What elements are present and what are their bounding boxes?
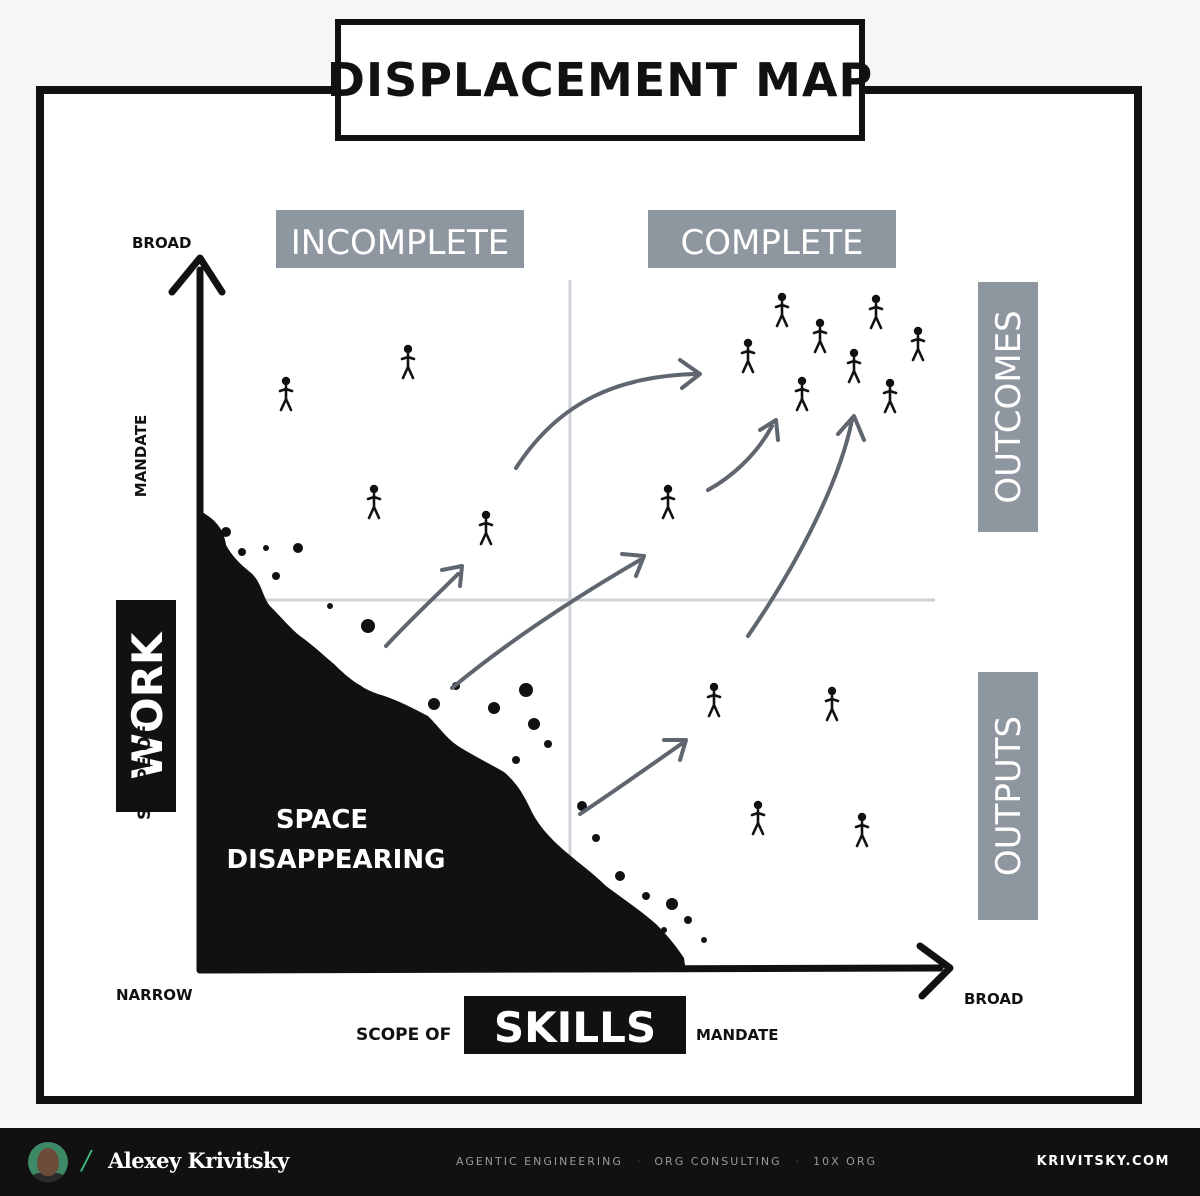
displacement-map-diagram: DISPLACEMENT MAP SPACE DISAPPEARING <box>36 19 1142 1104</box>
x-axis <box>196 964 944 974</box>
curved-arrow-icon <box>678 358 702 390</box>
x-axis-origin-label: NARROW <box>116 986 193 1004</box>
column-label-incomplete-box <box>276 210 524 268</box>
row-label-outputs: OUTPUTS <box>989 716 1029 876</box>
curved-arrow-icon <box>746 418 854 638</box>
curved-arrow-icon <box>578 740 686 816</box>
y-axis-prefix-side: SCOPE OF <box>135 725 155 820</box>
row-label-outputs-box <box>978 672 1038 920</box>
curved-arrow-icon <box>384 572 460 648</box>
title-box <box>335 19 865 141</box>
y-axis-suffix: MANDATE <box>132 415 150 497</box>
tag-org-consulting[interactable]: ORG CONSULTING <box>654 1155 782 1168</box>
tag-agentic-engineering[interactable]: AGENTIC ENGINEERING <box>456 1155 623 1168</box>
x-axis-arrowhead <box>916 942 954 1000</box>
curved-arrow-icon <box>662 738 688 762</box>
tag-10x-org[interactable]: 10X ORG <box>813 1155 878 1168</box>
curved-arrow-icon <box>758 418 780 442</box>
x-axis-suffix: MANDATE <box>696 1026 778 1044</box>
curved-arrow-icon <box>620 552 646 578</box>
region-label-line-1: SPACE <box>276 805 368 835</box>
y-axis-word-box <box>116 600 176 812</box>
diagram-title: DISPLACEMENT MAP <box>327 53 873 107</box>
arrows <box>384 358 866 816</box>
footer-tags: AGENTIC ENGINEERING · ORG CONSULTING · 10X O… <box>456 1155 877 1168</box>
author-name[interactable]: Alexey Krivitsky <box>108 1148 289 1173</box>
x-axis-word-box <box>464 996 686 1054</box>
curved-arrow-icon <box>836 414 866 442</box>
site-link[interactable]: KRIVITSKY.COM <box>1036 1154 1170 1169</box>
curved-arrow-icon <box>706 424 774 492</box>
y-axis-top-label: BROAD <box>132 234 191 252</box>
row-label-outcomes-box <box>978 282 1038 532</box>
y-axis-arrowhead <box>168 254 226 296</box>
tag-separator: · <box>795 1155 800 1168</box>
footer-bar: / Alexey Krivitsky AGENTIC ENGINEERING · O… <box>0 1128 1200 1196</box>
avatar <box>28 1142 68 1182</box>
column-label-incomplete: INCOMPLETE <box>291 223 509 263</box>
curved-arrow-icon <box>514 372 698 470</box>
column-label-complete: COMPLETE <box>680 223 863 263</box>
tag-separator: · <box>636 1155 641 1168</box>
row-label-outcomes: OUTCOMES <box>989 310 1029 503</box>
column-label-complete-box <box>648 210 896 268</box>
y-axis-title: SCOPE OF WORK MANDATE <box>116 415 176 812</box>
curved-arrow-icon <box>440 564 464 588</box>
y-axis-word: WORK <box>123 631 172 779</box>
ink-region <box>200 512 707 972</box>
slash-icon: / <box>82 1146 91 1176</box>
region-label-line-2: DISAPPEARING <box>227 845 446 875</box>
x-axis-word: SKILLS <box>494 1003 656 1052</box>
curved-arrow-icon <box>450 558 642 690</box>
x-axis-end-label: BROAD <box>964 990 1023 1008</box>
x-axis-prefix: SCOPE OF <box>356 1025 451 1045</box>
